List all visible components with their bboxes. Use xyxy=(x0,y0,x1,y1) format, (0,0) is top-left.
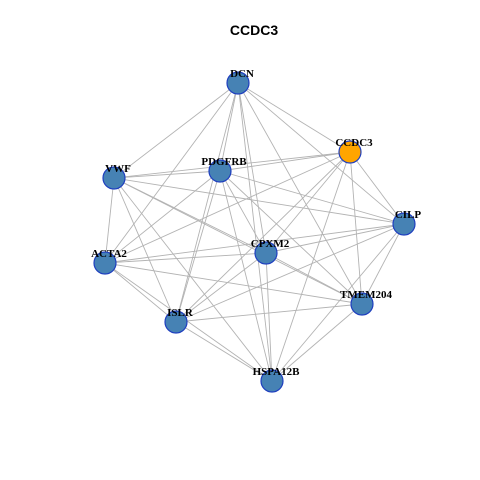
edge-acta2-hspa12b xyxy=(104,262,273,382)
node-ccdc3[interactable] xyxy=(338,140,362,164)
edge-tmem204-hspa12b xyxy=(271,303,363,382)
node-label-cilp: CILP xyxy=(395,209,422,221)
edge-dcn-vwf xyxy=(113,82,239,179)
edge-acta2-islr xyxy=(104,262,177,323)
edge-pdgfrb-cpxm2 xyxy=(219,170,267,254)
graph-title: CCDC3 xyxy=(230,22,278,38)
edge-cpxm2-tmem204 xyxy=(265,252,363,305)
node-hspa12b[interactable] xyxy=(260,369,284,393)
edge-dcn-ccdc3 xyxy=(237,82,351,153)
node-label-pdgfrb: PDGFRB xyxy=(201,156,247,168)
edge-dcn-cilp xyxy=(237,82,405,225)
edge-vwf-cilp xyxy=(113,177,405,225)
edge-cilp-acta2 xyxy=(104,223,405,264)
node-layer xyxy=(93,71,416,393)
edge-pdgfrb-hspa12b xyxy=(219,170,273,382)
edge-ccdc3-acta2 xyxy=(104,151,351,264)
edge-ccdc3-cilp xyxy=(349,151,405,225)
edge-dcn-cpxm2 xyxy=(237,82,267,254)
edge-cpxm2-acta2 xyxy=(104,252,267,264)
edge-vwf-hspa12b xyxy=(113,177,273,382)
node-islr[interactable] xyxy=(164,310,188,334)
edge-islr-hspa12b xyxy=(175,321,273,382)
node-pdgfrb[interactable] xyxy=(208,159,232,183)
edge-acta2-tmem204 xyxy=(104,262,363,305)
node-label-tmem204: TMEM204 xyxy=(340,289,392,301)
edge-ccdc3-cpxm2 xyxy=(265,151,351,254)
node-label-cpxm2: CPXM2 xyxy=(251,238,290,250)
node-vwf[interactable] xyxy=(102,166,126,190)
edge-cilp-hspa12b xyxy=(271,223,405,382)
node-dcn[interactable] xyxy=(226,71,250,95)
node-tmem204[interactable] xyxy=(350,292,374,316)
edge-dcn-tmem204 xyxy=(237,82,363,305)
edge-ccdc3-pdgfrb xyxy=(219,151,351,172)
node-cpxm2[interactable] xyxy=(254,241,278,265)
edge-ccdc3-tmem204 xyxy=(349,151,363,305)
edge-ccdc3-islr xyxy=(175,151,351,323)
edge-ccdc3-vwf xyxy=(113,151,351,179)
edge-dcn-acta2 xyxy=(104,82,239,264)
edge-pdgfrb-tmem204 xyxy=(219,170,363,305)
edge-cpxm2-islr xyxy=(175,252,267,323)
edge-vwf-tmem204 xyxy=(113,177,363,305)
node-acta2[interactable] xyxy=(93,251,117,275)
edge-pdgfrb-islr xyxy=(175,170,221,323)
node-label-vwf: VWF xyxy=(105,163,131,175)
edge-cpxm2-hspa12b xyxy=(265,252,273,382)
edge-ccdc3-hspa12b xyxy=(271,151,351,382)
edge-pdgfrb-cilp xyxy=(219,170,405,225)
edge-dcn-pdgfrb xyxy=(219,82,239,172)
edge-vwf-islr xyxy=(113,177,177,323)
edge-layer xyxy=(104,82,405,382)
edge-cilp-islr xyxy=(175,223,405,323)
node-label-acta2: ACTA2 xyxy=(91,248,127,260)
edge-cilp-cpxm2 xyxy=(265,223,405,254)
edge-vwf-acta2 xyxy=(104,177,115,264)
node-label-islr: ISLR xyxy=(167,307,194,319)
node-cilp[interactable] xyxy=(392,212,416,236)
node-label-ccdc3: CCDC3 xyxy=(335,137,373,149)
edge-tmem204-islr xyxy=(175,303,363,323)
node-label-hspa12b: HSPA12B xyxy=(253,366,301,378)
node-label-dcn: DCN xyxy=(230,68,254,80)
edge-pdgfrb-acta2 xyxy=(104,170,221,264)
edge-cilp-tmem204 xyxy=(361,223,405,305)
edge-dcn-hspa12b xyxy=(237,82,273,382)
edge-dcn-islr xyxy=(175,82,239,323)
edge-vwf-pdgfrb xyxy=(113,170,221,179)
